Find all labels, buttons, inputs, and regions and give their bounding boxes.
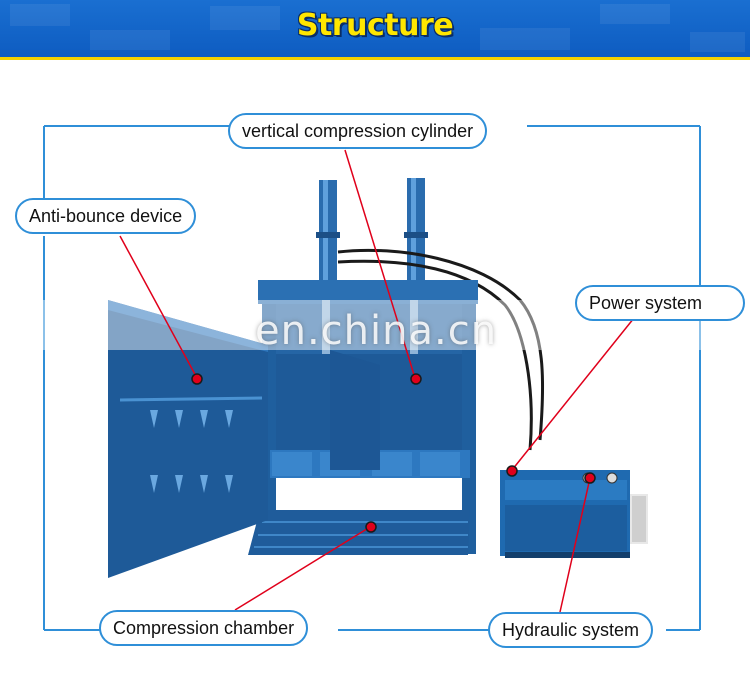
pointer-dot-power xyxy=(506,465,518,477)
chamber-floor xyxy=(248,510,470,555)
header-banner: Structure xyxy=(0,0,750,60)
watermark: en.china.cn xyxy=(255,308,498,354)
label-vertical-compression-cylinder: vertical compression cylinder xyxy=(228,113,488,149)
pointer-dot-cylinder xyxy=(410,373,422,385)
banner-underline xyxy=(0,57,750,60)
banner-tile xyxy=(600,4,670,24)
diagram-frame xyxy=(43,125,701,631)
banner-tile xyxy=(10,4,70,26)
label-compression-chamber: Compression chamber xyxy=(99,610,309,646)
hydraulic-unit xyxy=(500,470,648,558)
pointer-lines xyxy=(119,149,635,613)
label-hydraulic-system: Hydraulic system xyxy=(488,612,654,648)
hydraulic-hoses xyxy=(337,248,545,451)
page-title: Structure xyxy=(296,8,454,43)
open-door xyxy=(108,300,268,578)
side-door xyxy=(330,350,380,470)
vertical-cylinders xyxy=(316,178,428,290)
label-anti-bounce-device: Anti-bounce device xyxy=(15,198,197,234)
label-power-system: Power system xyxy=(575,285,745,321)
banner-tile xyxy=(690,32,745,52)
pointer-dot-hydraulic xyxy=(584,472,596,484)
pointer-dots xyxy=(191,373,596,533)
banner-tile xyxy=(210,6,280,30)
banner-tile xyxy=(90,30,170,50)
banner-tile xyxy=(480,28,570,50)
pointer-dot-chamber xyxy=(365,521,377,533)
pointer-dot-anti-bounce xyxy=(191,373,203,385)
